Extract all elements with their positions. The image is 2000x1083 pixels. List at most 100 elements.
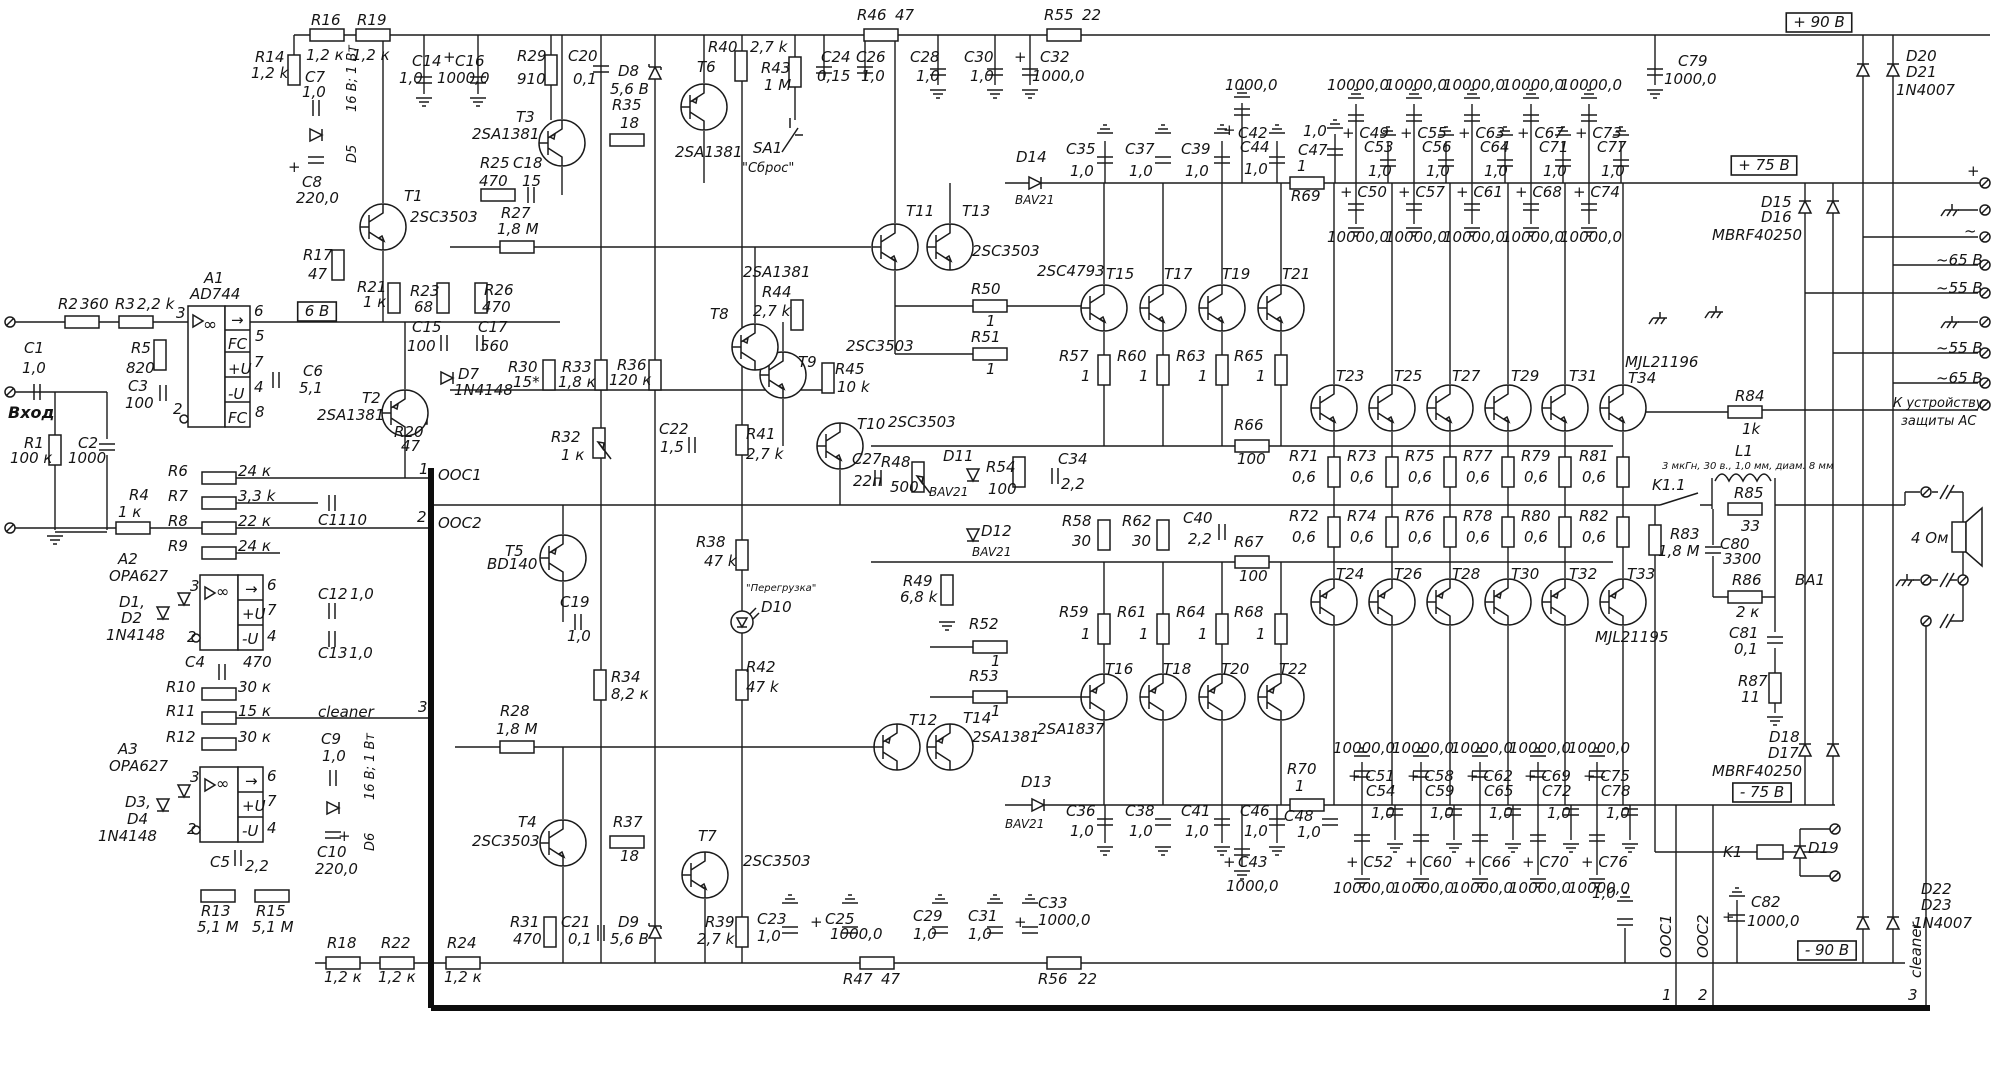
- component-label: 10000,0: [1327, 76, 1389, 94]
- component-label: R61: [1117, 603, 1147, 621]
- component-label: 1,0: [1543, 162, 1567, 180]
- component-label: C36: [1066, 802, 1096, 820]
- component-label: 1: [1256, 625, 1266, 643]
- component-label: MJL21196: [1625, 353, 1698, 371]
- component-label: 15: [522, 172, 541, 190]
- resistor-glyph: [821, 362, 835, 394]
- diode-glyph: [965, 468, 981, 483]
- component-label: 0,6: [1582, 468, 1606, 486]
- component-label: ∞: [203, 315, 217, 335]
- component-label: C31: [968, 907, 998, 925]
- component-label: 1: [1081, 367, 1091, 385]
- component-label: C80: [1720, 535, 1750, 553]
- component-label: R12: [166, 728, 196, 746]
- resistor-glyph: [1046, 28, 1082, 42]
- component-label: C5: [210, 853, 230, 871]
- component-label: 1: [1198, 367, 1208, 385]
- component-label: 1,8 М: [496, 720, 538, 738]
- npn-transistor-glyph: [1310, 384, 1358, 432]
- ground-icon: [1387, 843, 1403, 853]
- cable-break-icon: [1939, 572, 1955, 588]
- component-label: 22 к: [238, 512, 271, 530]
- component-label: MBRF40250: [1712, 762, 1802, 780]
- component-label: 10000,0: [1385, 76, 1447, 94]
- component-label: T2: [362, 389, 381, 407]
- resistor-glyph: [1501, 516, 1515, 548]
- capacitor-glyph: [1581, 114, 1597, 122]
- led-icon: [730, 607, 760, 634]
- component-label: T34: [1628, 369, 1656, 387]
- component-label: + C76: [1581, 853, 1628, 871]
- resistor-glyph: [734, 50, 748, 82]
- component-label: R31: [510, 913, 540, 931]
- terminal-icon: [1979, 231, 1991, 243]
- component-label: R28: [500, 702, 530, 720]
- diode-glyph: [440, 370, 455, 386]
- capacitor-glyph: [1530, 834, 1546, 842]
- component-label: K1: [1723, 843, 1742, 861]
- ground-icon: [1613, 126, 1629, 136]
- component-label: R15: [256, 902, 286, 920]
- component-label: 10000,0: [1443, 228, 1505, 246]
- pnp-transistor-glyph: [539, 534, 587, 582]
- terminal-icon: [4, 316, 16, 328]
- component-label: T3: [516, 108, 535, 126]
- resistor-glyph: [735, 539, 749, 571]
- component-label: R30: [508, 358, 538, 376]
- component-label: 220,0: [296, 189, 339, 207]
- npn-transistor-glyph: [1426, 384, 1474, 432]
- component-label: T7: [698, 827, 717, 845]
- component-label: 10000,0: [1392, 879, 1454, 897]
- component-label: 1,0: [970, 67, 994, 85]
- capacitor-glyph: [688, 437, 696, 453]
- terminal-icon: [4, 386, 16, 398]
- terminal-icon: [1979, 177, 1991, 189]
- ground-icon: [1617, 892, 1633, 902]
- component-label: MJL21195: [1595, 628, 1668, 646]
- component-label: cleaner: [1907, 921, 1925, 978]
- capacitor-glyph: [1705, 546, 1721, 554]
- component-label: R60: [1117, 347, 1147, 365]
- resistor-glyph: [863, 28, 899, 42]
- npn-transistor-glyph: [1198, 284, 1246, 332]
- component-label: 0,1: [573, 70, 597, 88]
- component-label: 22: [1082, 6, 1101, 24]
- component-label: C11: [318, 511, 348, 529]
- component-label: FC: [228, 409, 248, 427]
- component-label: 10000,0: [1385, 228, 1447, 246]
- capacitor-glyph: [1234, 108, 1250, 116]
- component-label: + C58: [1407, 767, 1454, 785]
- component-label: R73: [1347, 447, 1377, 465]
- pnp-transistor-glyph: [1484, 578, 1532, 626]
- component-label: OOC2: [438, 514, 482, 532]
- ground-icon: [932, 894, 948, 904]
- component-label: 1 М: [764, 76, 791, 94]
- resistor-glyph: [499, 740, 535, 754]
- component-label: SA1: [753, 139, 782, 157]
- component-label: 1: [1295, 777, 1305, 795]
- component-label: 10000,0: [1333, 879, 1395, 897]
- component-label: 1000,0: [830, 925, 883, 943]
- component-label: R71: [1289, 447, 1319, 465]
- resistor-glyph: [153, 339, 167, 371]
- component-label: 1,0: [1547, 804, 1571, 822]
- component-label: D9: [618, 913, 639, 931]
- component-label: T15: [1106, 265, 1134, 283]
- component-label: R67: [1234, 533, 1264, 551]
- resistor-glyph: [1648, 524, 1662, 556]
- component-label: C4: [185, 653, 205, 671]
- ground-icon: [1413, 878, 1429, 888]
- component-label: 1,0: [1244, 160, 1268, 178]
- capacitor-glyph: [842, 926, 858, 934]
- component-label: 22: [1078, 970, 1097, 988]
- capacitor-glyph: [1563, 808, 1579, 816]
- pnp-transistor-glyph: [1368, 578, 1416, 626]
- ground-icon: [939, 621, 955, 631]
- terminal-icon: [1979, 399, 1991, 411]
- component-label: C47: [1298, 141, 1328, 159]
- voltage-badge: 6 В: [305, 302, 330, 320]
- component-label: R1: [24, 434, 44, 452]
- capacitor-glyph: [932, 926, 948, 934]
- component-label: C41: [1181, 802, 1211, 820]
- diode-glyph: [1028, 175, 1043, 191]
